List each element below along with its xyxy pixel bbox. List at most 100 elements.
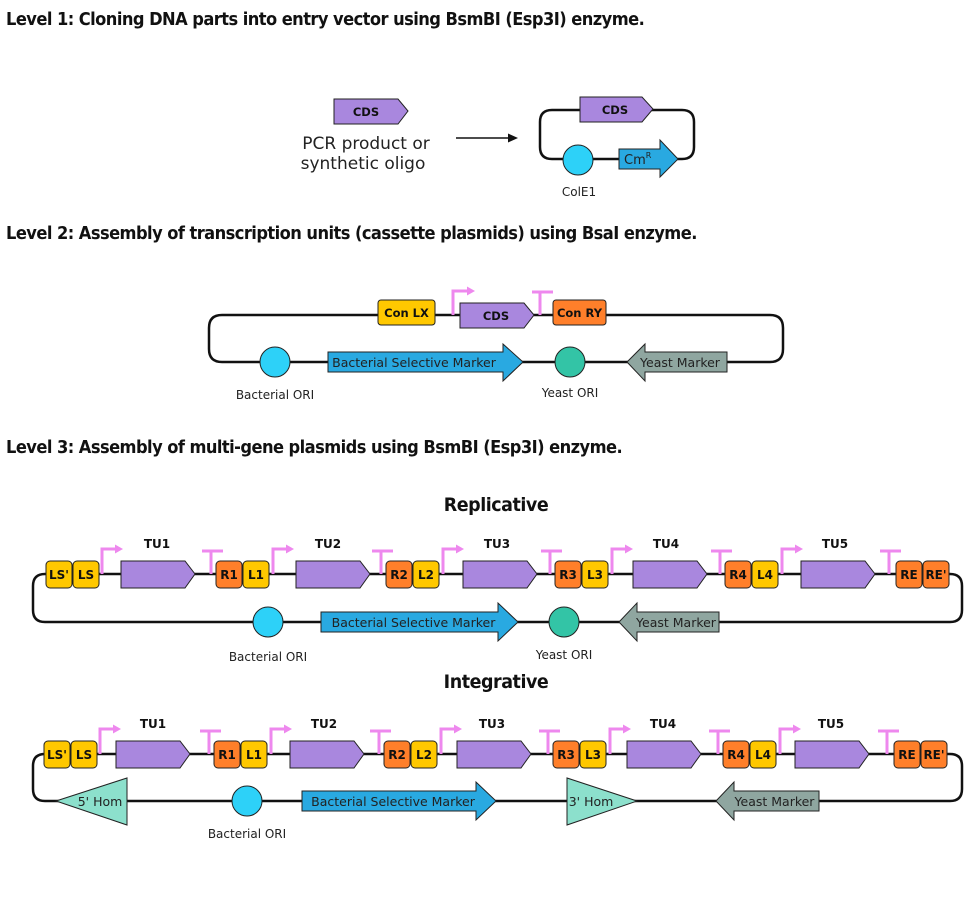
- tu-label: TU4: [653, 537, 679, 551]
- heading-level1: Level 1: Cloning DNA parts into entry ve…: [6, 10, 645, 30]
- level2-cds-glyph: [459, 302, 535, 329]
- bacterial-marker-glyph: [301, 780, 497, 822]
- promoter-icon: [780, 547, 796, 574]
- left-connector-label: L3: [585, 748, 601, 762]
- terminator-icon: [541, 549, 562, 574]
- left-connector-glyph: [579, 740, 607, 769]
- arrowhead-icon: [508, 133, 518, 143]
- ls-connector-label: LS: [76, 748, 92, 762]
- ls-prime-connector-label: LS': [49, 568, 69, 582]
- promoter-icon: [441, 547, 457, 574]
- bacterial-marker-glyph: [320, 601, 519, 643]
- bacterial-ori-glyph: [231, 785, 263, 817]
- terminator-icon: [709, 729, 730, 754]
- terminator-icon: [372, 549, 393, 574]
- re-connector-label: RE: [898, 748, 915, 762]
- right-connector-glyph: [383, 740, 411, 769]
- cole1-label: ColE1: [562, 185, 596, 199]
- re-prime-connector-label: RE': [923, 748, 944, 762]
- right-connector-label: R4: [727, 748, 745, 762]
- left-connector-glyph: [581, 560, 609, 589]
- vector-cds-label: CDS: [602, 103, 628, 117]
- promoter-arrowhead-icon: [456, 544, 464, 554]
- bacterial-ori-label: Bacterial ORI: [229, 650, 307, 664]
- terminator-icon: [539, 729, 560, 754]
- left-connector-glyph: [412, 560, 440, 589]
- promoter-arrowhead-icon: [795, 544, 803, 554]
- con-ry-glyph: [552, 299, 607, 326]
- ls-prime-connector-glyph: [43, 740, 71, 769]
- right-connector-label: R1: [220, 568, 238, 582]
- heading-level2: Level 2: Assembly of transcription units…: [6, 224, 697, 244]
- yeast-marker-glyph: [618, 601, 720, 643]
- re-prime-connector-glyph: [920, 740, 948, 769]
- promoter-icon: [98, 727, 114, 754]
- promoter-arrowhead-icon: [625, 544, 633, 554]
- terminator-icon: [202, 549, 223, 574]
- re-connector-glyph: [895, 560, 923, 589]
- ls-connector-glyph: [72, 560, 100, 589]
- right-connector-glyph: [724, 560, 752, 589]
- ls-prime-connector-glyph: [45, 560, 73, 589]
- con-ry-label: Con RY: [557, 306, 603, 320]
- re-prime-connector-glyph: [922, 560, 950, 589]
- left-connector-glyph: [751, 560, 779, 589]
- level2-yeast-ori-glyph: [554, 346, 586, 378]
- right-connector-label: R2: [390, 568, 408, 582]
- terminator-icon: [878, 729, 899, 754]
- cds-glyph: [115, 740, 191, 769]
- cds-glyph: [800, 560, 876, 589]
- input-cds-label: CDS: [353, 105, 379, 119]
- left-connector-label: L1: [248, 568, 264, 582]
- promoter-icon: [610, 547, 626, 574]
- bacterial-marker-label: Bacterial Selective Marker: [311, 794, 476, 809]
- homology-3-label: 3' Hom: [569, 794, 614, 809]
- tu-label: TU2: [315, 537, 341, 551]
- right-connector-glyph: [215, 560, 243, 589]
- tu-label: TU5: [818, 717, 844, 731]
- vector-cds-glyph: [579, 96, 654, 123]
- yeast-marker-glyph: [715, 780, 820, 822]
- re-connector-glyph: [893, 740, 921, 769]
- tu-label: TU5: [822, 537, 848, 551]
- level2-backbone: [207, 313, 785, 364]
- right-connector-glyph: [722, 740, 750, 769]
- level1-diagram: CDS PCR product or synthetic oligo CDS C…: [301, 96, 696, 199]
- homology-3-glyph: [566, 777, 639, 826]
- cole1-origin-glyph: [562, 144, 594, 176]
- right-connector-label: R3: [557, 748, 575, 762]
- promoter-arrowhead-icon: [467, 286, 475, 296]
- yeast-marker-label: Yeast Marker: [734, 794, 816, 809]
- left-connector-glyph: [240, 740, 268, 769]
- input-caption-line2: synthetic oligo: [301, 154, 426, 174]
- homology-5-label: 5' Hom: [78, 794, 123, 809]
- cds-glyph: [632, 560, 708, 589]
- bacterial-marker-label: Bacterial Selective Marker: [332, 615, 497, 630]
- promoter-arrowhead-icon: [623, 724, 631, 734]
- promoter-icon: [439, 727, 455, 754]
- tu-label: TU3: [479, 717, 505, 731]
- cmr-marker-glyph: [618, 138, 679, 179]
- con-lx-label: Con LX: [384, 306, 429, 320]
- left-connector-label: L2: [418, 568, 434, 582]
- level2-bacterial-marker-label: Bacterial Selective Marker: [332, 355, 497, 370]
- ls-prime-connector-label: LS': [47, 748, 67, 762]
- heading-level3: Level 3: Assembly of multi-gene plasmids…: [6, 438, 623, 458]
- terminator-icon: [370, 729, 391, 754]
- con-lx-glyph: [377, 299, 436, 326]
- re-connector-label: RE: [900, 568, 917, 582]
- terminator-icon: [532, 290, 553, 315]
- promoter-arrowhead-icon: [284, 724, 292, 734]
- left-connector-label: L4: [757, 568, 773, 582]
- promoter-icon: [451, 289, 468, 315]
- level2-yeast-ori-label: Yeast ORI: [541, 386, 599, 400]
- promoter-arrowhead-icon: [286, 544, 294, 554]
- promoter-icon: [271, 547, 287, 574]
- yeast-ori-label: Yeast ORI: [535, 648, 593, 662]
- right-connector-glyph: [213, 740, 241, 769]
- right-connector-glyph: [385, 560, 413, 589]
- tu-label: TU3: [484, 537, 510, 551]
- cds-glyph: [295, 560, 371, 589]
- input-cds-glyph: [333, 98, 409, 125]
